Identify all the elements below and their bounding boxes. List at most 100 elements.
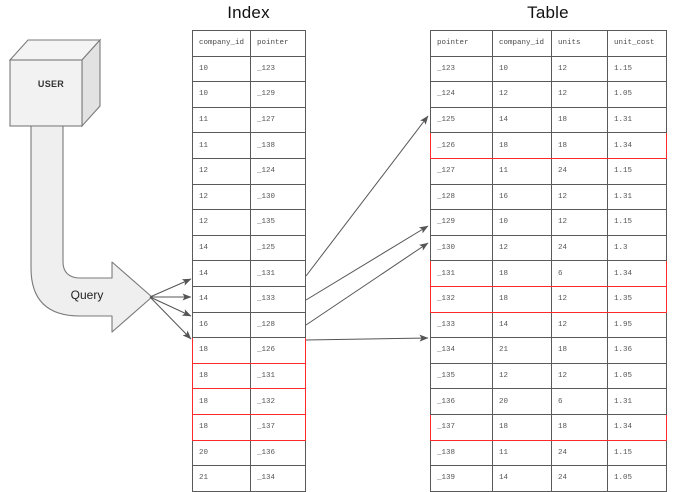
table-cell-unit_cost: 1.15 (607, 439, 667, 467)
table-row: 18_126 (192, 337, 306, 364)
table-cell-units: 6 (551, 260, 608, 287)
table-cell-units: 12 (551, 183, 608, 211)
table-panel-title: Table (527, 3, 569, 22)
index-cell-pointer: _123 (250, 55, 306, 83)
table-cell-unit_cost: 1.05 (607, 81, 667, 108)
index-cell-company_id: 11 (192, 106, 251, 134)
query-to-index-arrows (149, 278, 192, 340)
table-cell-pointer: _134 (430, 337, 493, 364)
table-cell-pointer: _125 (430, 106, 493, 134)
table-cell-unit_cost: 1.31 (607, 106, 667, 134)
index-cell-pointer: _132 (250, 388, 306, 415)
table-cell-pointer: _126 (430, 132, 493, 159)
table-cell-units: 24 (551, 234, 608, 262)
table-cell-pointer: _123 (430, 55, 493, 83)
index-cell-pointer: _126 (250, 337, 306, 364)
index-cell-company_id: 12 (192, 183, 251, 211)
table-row: 14_133 (192, 285, 306, 313)
table-cell-unit_cost: 1.3 (607, 234, 667, 262)
query-arrow-label: Query (70, 288, 104, 302)
table-cell-units: 12 (551, 209, 608, 236)
index-header-row: company_id pointer (192, 30, 306, 57)
index-to-table-arrows (305, 115, 429, 342)
table-cell-company_id: 12 (492, 362, 552, 390)
table-cell-company_id: 16 (492, 183, 552, 211)
index-cell-pointer: _138 (250, 132, 306, 159)
table-cell-company_id: 20 (492, 388, 552, 415)
index-cell-company_id: 18 (192, 388, 251, 415)
table-cell-unit_cost: 1.31 (607, 388, 667, 415)
table-cell-company_id: 18 (492, 285, 552, 313)
table-row: 18_137 (192, 413, 306, 441)
index-cell-pointer: _134 (250, 465, 306, 492)
table-row: 12_135 (192, 209, 306, 236)
table-header-row: pointer company_id units unit_cost (430, 30, 667, 57)
table-cell-pointer: _129 (430, 209, 493, 236)
table-cell-units: 12 (551, 55, 608, 83)
index-cell-company_id: 10 (192, 81, 251, 108)
table-row: 11_127 (192, 106, 306, 134)
table-cell-company_id: 21 (492, 337, 552, 364)
table-cell-unit_cost: 1.34 (607, 413, 667, 441)
index-header-pointer: pointer (250, 30, 306, 57)
table-cell-units: 24 (551, 439, 608, 467)
table-cell-unit_cost: 1.05 (607, 362, 667, 390)
table-header-units: units (551, 30, 608, 57)
table-row: 10_129 (192, 81, 306, 108)
table-cell-company_id: 11 (492, 439, 552, 467)
index-cell-pointer: _129 (250, 81, 306, 108)
table-cell-pointer: _127 (430, 157, 493, 185)
table-cell-company_id: 12 (492, 81, 552, 108)
table-cell-unit_cost: 1.34 (607, 132, 667, 159)
table-cell-company_id: 12 (492, 234, 552, 262)
index-cell-company_id: 18 (192, 337, 251, 364)
table-row: 12_124 (192, 157, 306, 185)
table-cell-unit_cost: 1.36 (607, 337, 667, 364)
table-cell-unit_cost: 1.15 (607, 55, 667, 83)
table-row: 10_123 (192, 55, 306, 83)
table-cell-company_id: 14 (492, 311, 552, 339)
table-row: 21_134 (192, 465, 306, 492)
index-cell-pointer: _124 (250, 157, 306, 185)
table-cell-pointer: _132 (430, 285, 493, 313)
index-cell-pointer: _131 (250, 362, 306, 390)
index-cell-company_id: 12 (192, 157, 251, 185)
index-cell-pointer: _127 (250, 106, 306, 134)
table-cell-pointer: _133 (430, 311, 493, 339)
table-row: 14_131 (192, 260, 306, 287)
table-cell-company_id: 14 (492, 106, 552, 134)
table-cell-unit_cost: 1.35 (607, 285, 667, 313)
table-cell-pointer: _124 (430, 81, 493, 108)
table-cell-company_id: 14 (492, 465, 552, 492)
table-cell-pointer: _130 (430, 234, 493, 262)
table-cell-pointer: _136 (430, 388, 493, 415)
index-cell-pointer: _125 (250, 234, 306, 262)
table-cell-company_id: 18 (492, 260, 552, 287)
index-cell-company_id: 14 (192, 260, 251, 287)
index-cell-pointer: _130 (250, 183, 306, 211)
table-cell-units: 12 (551, 362, 608, 390)
table-row: 16_128 (192, 311, 306, 339)
table-cell-company_id: 18 (492, 132, 552, 159)
table-cell-units: 6 (551, 388, 608, 415)
table-cell-units: 18 (551, 413, 608, 441)
table-header-company-id: company_id (492, 30, 552, 57)
table-cell-units: 24 (551, 157, 608, 185)
table-cell-company_id: 18 (492, 413, 552, 441)
index-cell-company_id: 20 (192, 439, 251, 467)
index-cell-company_id: 10 (192, 55, 251, 83)
index-header-company-id: company_id (192, 30, 251, 57)
index-cell-company_id: 14 (192, 234, 251, 262)
